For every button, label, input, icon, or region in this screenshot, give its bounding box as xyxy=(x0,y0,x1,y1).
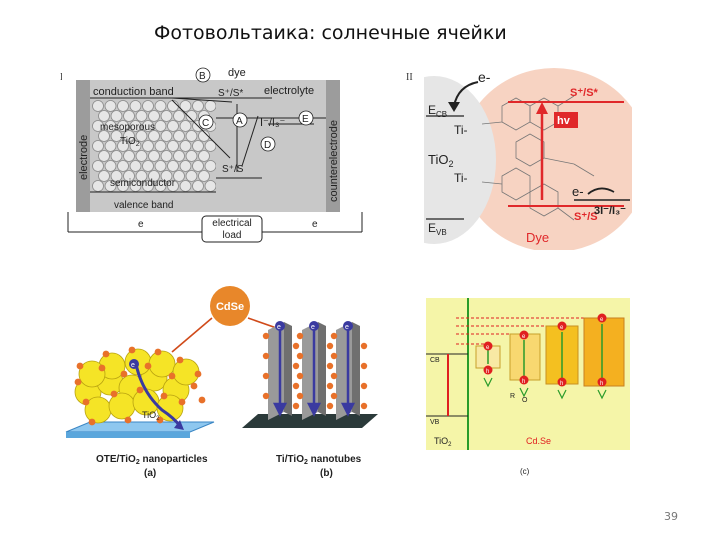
svg-text:B: B xyxy=(199,71,206,82)
semiconductor-label: semiconductor xyxy=(110,178,176,189)
evb-label: EVB xyxy=(428,221,447,237)
oxidant-label: O xyxy=(522,397,528,404)
tio2-label: TiO2 xyxy=(434,436,452,448)
marker-d: D xyxy=(260,136,276,152)
panel-tag-c: (c) xyxy=(520,467,530,476)
ote-substrate xyxy=(65,421,215,433)
tube-electron-markers: e e e xyxy=(275,321,353,331)
svg-text:e: e xyxy=(600,317,604,323)
panel-numeral-i: I xyxy=(60,72,64,83)
svg-text:h: h xyxy=(522,379,525,385)
electrical-load-line1: electrical xyxy=(212,218,251,229)
svg-text:e: e xyxy=(277,324,281,331)
dye-molecule-structure xyxy=(481,95,595,221)
dye-ground-state-label: S⁺/S xyxy=(574,211,598,223)
tio2-nanoparticles xyxy=(74,348,200,424)
caption-nanotubes: Ti/TiO2 nanotubes xyxy=(276,454,362,466)
ti-bottom-label: Ti- xyxy=(454,171,468,185)
electron-label-a: e xyxy=(131,362,135,369)
electron-transport-arrows xyxy=(272,330,356,417)
counterelectrode-label: counterelectrode xyxy=(328,120,340,202)
marker-c: C xyxy=(198,114,214,130)
electron-markers: e e e e xyxy=(483,313,607,351)
cdse-quantum-dot xyxy=(210,286,250,326)
tio2-particle-label: TiO2 xyxy=(142,410,160,422)
circuit-electron-right: e xyxy=(312,219,318,230)
ti-top-label: Ti- xyxy=(454,123,468,137)
excitation-arrows xyxy=(487,324,603,382)
redox-couple-label: I⁻/I₃⁻ xyxy=(260,117,285,129)
tio2-label: TiO2 xyxy=(120,136,140,148)
panel-cdse-nanostructures: CdSe e TiO2 OTE/TiO2 nanoparticles (a) e… xyxy=(62,282,392,482)
electrode-bar xyxy=(76,80,90,212)
ti-substrate xyxy=(242,414,378,428)
counterelectrode-bar xyxy=(326,80,340,212)
mesoporous-particles xyxy=(92,100,217,192)
circuit-electron-left: e xyxy=(138,219,144,230)
slide-title: Фотовольтаика: солнечные ячейки xyxy=(154,22,507,44)
panel-dssc-schematic: electrode counterelectrode conduction ba… xyxy=(62,62,370,244)
electrolyte-label: electrolyte xyxy=(264,85,314,97)
svg-text:e: e xyxy=(311,324,315,331)
caption-tag-b: (b) xyxy=(320,468,333,479)
cdse-label: Cd.Se xyxy=(526,436,551,446)
panel-numeral-ii: II xyxy=(406,72,413,83)
cb-label: CB xyxy=(430,357,440,364)
svg-text:E: E xyxy=(302,114,309,125)
svg-text:A: A xyxy=(236,116,243,127)
svg-text:e: e xyxy=(345,324,349,331)
dye-ground-state-label: S⁺/S xyxy=(222,164,244,175)
svg-text:C: C xyxy=(202,118,209,129)
hv-badge: hv xyxy=(554,112,578,128)
dye-label: dye xyxy=(228,67,246,79)
mesoporous-label: mesoporous xyxy=(100,122,155,133)
svg-text:h: h xyxy=(560,381,563,387)
electrical-load-box xyxy=(201,215,263,243)
dye-excited-state-label: S⁺/S* xyxy=(218,88,243,99)
caption-tag-a: (a) xyxy=(144,468,156,479)
cdse-dots-b xyxy=(262,332,368,410)
injection-dashed-lines xyxy=(456,317,596,345)
svg-text:e: e xyxy=(560,325,564,331)
vb-label: VB xyxy=(430,419,440,426)
tio2-label: TiO2 xyxy=(428,152,453,169)
svg-text:h: h xyxy=(486,369,489,375)
tio2-region xyxy=(424,76,496,244)
electrical-load-line2: load xyxy=(223,230,242,241)
svg-text:e: e xyxy=(522,334,526,340)
svg-text:hv: hv xyxy=(557,115,571,127)
ecb-label: ECB xyxy=(428,103,447,119)
marker-a: A xyxy=(232,112,248,128)
caption-nanoparticles: OTE/TiO2 nanoparticles xyxy=(96,454,208,466)
hole-scavenging-marks xyxy=(483,377,607,400)
redox-couple-label: 3I⁻/I₃⁻ xyxy=(594,205,626,217)
hole-markers: h h h h xyxy=(483,365,607,387)
electron-label-top: e- xyxy=(478,69,491,85)
dye-label: Dye xyxy=(526,230,549,245)
cdse-label: CdSe xyxy=(216,301,244,313)
electrode-label: electrode xyxy=(78,135,90,180)
valence-band-label: valence band xyxy=(114,200,174,211)
panel-band-alignment: CB VB TiO2 e e e e h h h h R O Cd.Se xyxy=(426,298,630,482)
marker-e: E xyxy=(298,110,314,126)
panel-dye-energy-diagram: e- ECB Ti- TiO2 Ti- EVB S⁺/S* hv e- S⁺/S… xyxy=(424,64,632,250)
conduction-band-label: conduction band xyxy=(93,86,174,98)
dye-excited-state-label: S⁺/S* xyxy=(570,87,599,99)
svg-text:h: h xyxy=(600,381,603,387)
electron-label-bottom: e- xyxy=(572,184,584,199)
svg-text:D: D xyxy=(264,140,271,151)
page-number: 39 xyxy=(664,510,678,523)
reductant-label: R xyxy=(510,393,515,400)
marker-b: B xyxy=(195,67,211,83)
svg-text:e: e xyxy=(486,345,490,351)
cdse-dots-a xyxy=(74,346,206,426)
